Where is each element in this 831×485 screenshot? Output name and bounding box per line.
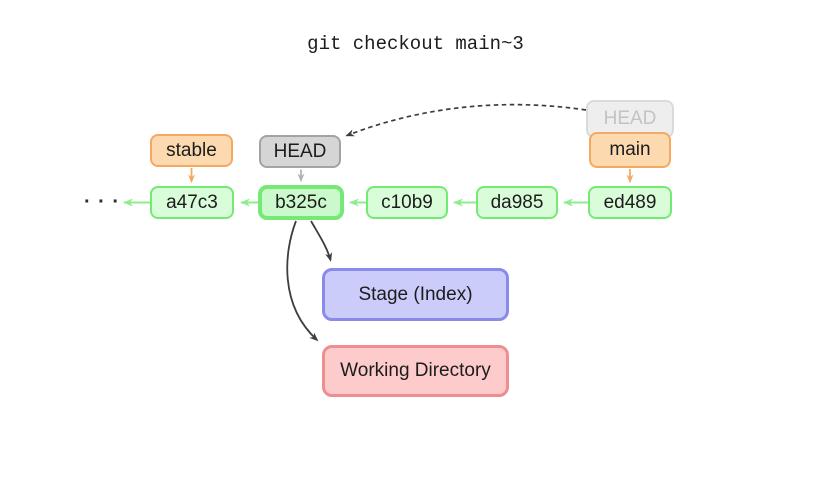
diagram-title: git checkout main~3 xyxy=(307,33,524,55)
older-commits-ellipsis: · · · xyxy=(83,190,121,213)
commit-node-c10b9: c10b9 xyxy=(366,186,448,219)
arrow-head-moved-dashed xyxy=(345,103,587,137)
stage-index-box: Stage (Index) xyxy=(322,268,509,321)
arrow-b325c-to-workdir xyxy=(286,220,319,342)
commit-node-da985: da985 xyxy=(476,186,558,219)
branch-label-stable: stable xyxy=(150,134,233,167)
working-directory-box: Working Directory xyxy=(322,345,509,397)
branch-label-main: main xyxy=(589,132,671,168)
head-label: HEAD xyxy=(259,135,341,168)
commit-node-b325c-checked-out: b325c xyxy=(258,185,344,220)
arrow-b325c-to-stage xyxy=(310,220,333,262)
commit-node-a47c3: a47c3 xyxy=(150,186,234,219)
commit-node-ed489: ed489 xyxy=(588,186,672,219)
